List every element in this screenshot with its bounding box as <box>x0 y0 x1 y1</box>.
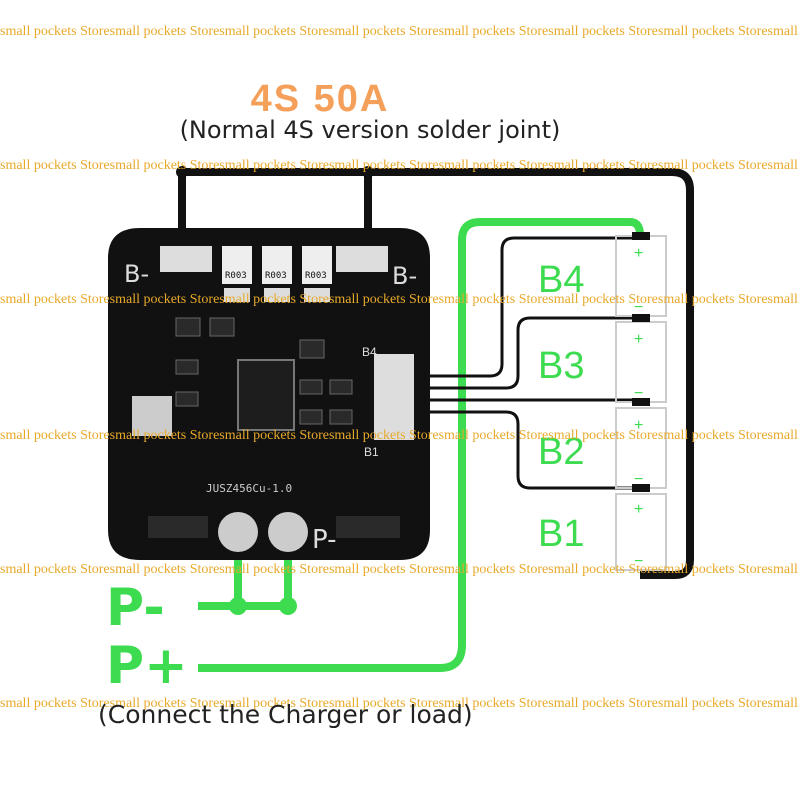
cell-minus-b2: − <box>634 471 643 488</box>
shunt-resistor <box>262 246 292 284</box>
mosfet <box>175 359 199 375</box>
resistor-code: R003 <box>305 271 327 281</box>
watermark-row: small pockets Storesmall pockets Storesm… <box>0 696 800 711</box>
cell-plus-b3: + <box>634 331 643 348</box>
terminal-label-p-minus: P- <box>106 578 165 638</box>
mosfet <box>209 317 235 337</box>
board-label-b-minus-left: B- <box>124 260 149 288</box>
resistor-code: R003 <box>265 271 287 281</box>
cell-label-b2: B2 <box>538 431 584 473</box>
cell-label-b3: B3 <box>538 345 584 387</box>
board-label-b1: B1 <box>364 445 379 459</box>
mosfet <box>175 317 201 337</box>
smd-pad <box>224 288 250 302</box>
sense-wire-b1 <box>390 410 640 490</box>
switch-pad <box>132 396 172 436</box>
cell-label-b4: B4 <box>538 259 584 301</box>
watermark-row: small pockets Storesmall pockets Storesm… <box>0 562 800 577</box>
bms-board: R003 R003 R003 B- B- P- B4 B1 JUSZ456C <box>108 228 430 560</box>
via-grid <box>336 516 400 538</box>
wire-joint <box>229 597 247 615</box>
watermark-row: small pockets Storesmall pockets Storesm… <box>0 24 800 39</box>
board-text: JUSZ456Cu-1.0 <box>206 482 292 495</box>
cell-label-b1: B1 <box>538 513 584 555</box>
balance-connector <box>374 354 414 440</box>
board-label-p-minus: P- <box>312 525 337 555</box>
terminal-label-p-plus: P+ <box>106 636 188 696</box>
mosfet <box>299 379 323 395</box>
shunt-resistor <box>222 246 252 284</box>
cell-plus-b1: + <box>634 501 643 518</box>
watermark-row: small pockets Storesmall pockets Storesm… <box>0 292 800 307</box>
cell-terminal <box>632 232 650 240</box>
sense-wire-b4 <box>390 236 640 378</box>
watermark-row: small pockets Storesmall pockets Storesm… <box>0 428 800 443</box>
green-p-plus-wire <box>198 218 644 672</box>
mosfet <box>175 391 199 407</box>
wire-joint <box>279 597 297 615</box>
cell-minus-b1: − <box>634 553 643 570</box>
subtitle: (Normal 4S version solder joint) <box>179 116 561 144</box>
wire-joint <box>362 166 374 178</box>
mosfet <box>329 379 353 395</box>
protection-ic <box>237 359 295 431</box>
board-label-b4: B4 <box>362 345 377 359</box>
smd-pad <box>264 288 290 302</box>
cell-minus-b4: − <box>634 299 643 316</box>
via-grid <box>148 516 208 538</box>
smd-pad <box>304 288 330 302</box>
cell-terminal <box>632 484 650 492</box>
shunt-resistor <box>302 246 332 284</box>
cell-minus-b3: − <box>634 385 643 402</box>
board-label-b-minus-right: B- <box>392 262 417 290</box>
sense-wire-b3 <box>390 316 640 390</box>
bottom-note: (Connect the Charger or load) <box>98 700 473 729</box>
mosfet <box>329 409 353 425</box>
p-minus-pad <box>268 512 308 552</box>
cell-terminal <box>632 314 650 322</box>
cell-plus-b2: + <box>634 417 643 434</box>
mosfet <box>299 409 323 425</box>
battery-cell-b1 <box>615 493 667 571</box>
cell-terminal <box>632 398 650 406</box>
battery-stack: B4 B3 B2 B1 + − + − + − + − <box>538 232 667 571</box>
mosfet <box>299 339 325 359</box>
cell-plus-b4: + <box>634 245 643 262</box>
b-minus-pad-left <box>160 246 212 272</box>
p-minus-pad <box>218 512 258 552</box>
main-title: 4S 50A <box>250 78 390 120</box>
resistor-code: R003 <box>225 271 247 281</box>
watermark-row: small pockets Storesmall pockets Storesm… <box>0 158 800 173</box>
black-b-minus-wire <box>178 168 694 579</box>
b-minus-pad-right <box>336 246 388 272</box>
wire-joint <box>176 166 188 178</box>
